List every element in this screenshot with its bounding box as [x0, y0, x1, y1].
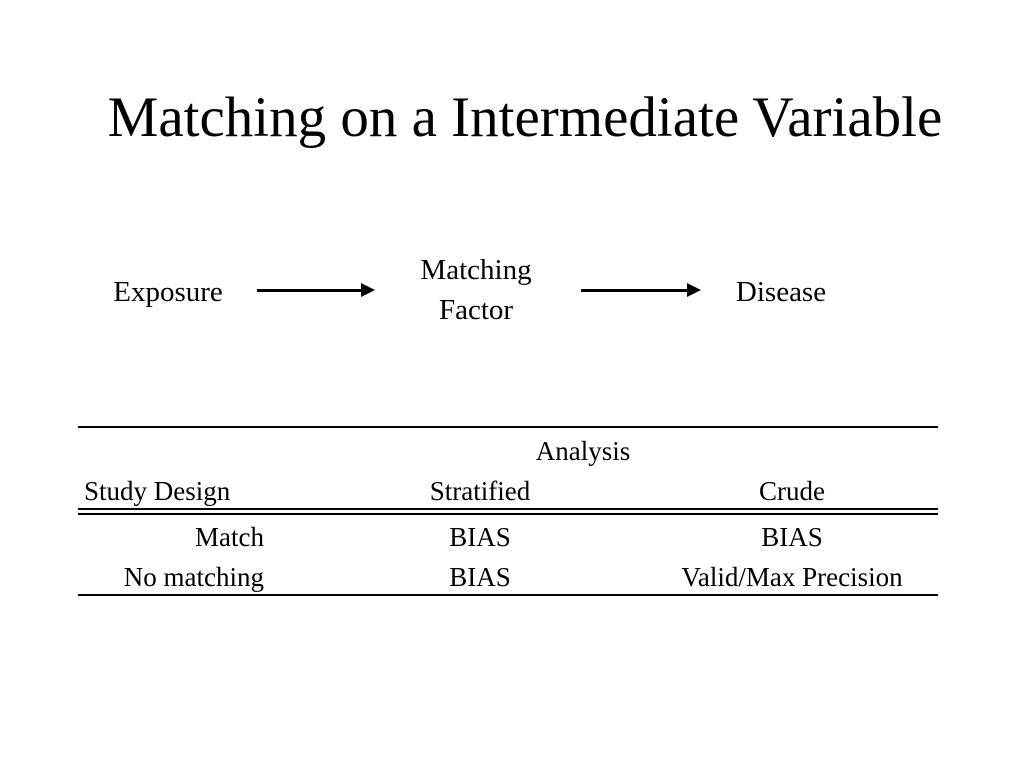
node-matching-line2: Factor [438, 294, 514, 326]
table-header-study-design: Study Design [84, 476, 231, 506]
table-group-header: Analysis [535, 436, 631, 466]
table-cell-design: No matching [123, 562, 264, 592]
table-rule-double-2 [78, 513, 938, 515]
table-cell-stratified: BIAS [449, 522, 511, 552]
arrow-matching-to-disease [581, 283, 701, 297]
table-rule-double-1 [78, 508, 938, 510]
table-cell-crude: BIAS [761, 522, 823, 552]
table-header-stratified: Stratified [429, 476, 531, 506]
node-matching-factor: Matching Factor [396, 250, 556, 330]
table-rule-bottom [78, 594, 938, 596]
table-header-crude: Crude [759, 476, 825, 506]
table-cell-crude: Valid/Max Precision [681, 562, 903, 592]
node-disease: Disease [735, 276, 827, 308]
table-rule-top [78, 426, 938, 428]
node-exposure: Exposure [113, 276, 223, 308]
table-cell-design: Match [195, 522, 264, 552]
node-matching-line1: Matching [420, 254, 532, 286]
table-cell-stratified: BIAS [449, 562, 511, 592]
slide-title: Matching on a Intermediate Variable [107, 86, 943, 149]
arrow-exposure-to-matching [257, 283, 375, 297]
